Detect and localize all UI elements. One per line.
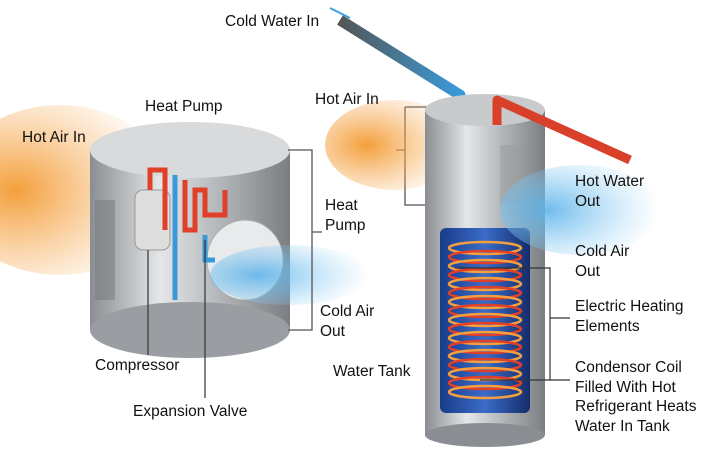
heat-pump-bracket — [288, 149, 322, 331]
label-water-tank: Water Tank — [333, 363, 411, 380]
label-hot-air-in-right: Hot Air In — [315, 91, 379, 108]
line: Out — [575, 262, 600, 280]
line: Pump — [325, 216, 366, 234]
line: Hot Water — [575, 173, 645, 190]
coil-loop — [447, 303, 523, 319]
water-tank — [425, 94, 545, 447]
coil-loop — [447, 330, 523, 346]
coil-loop — [447, 267, 523, 283]
coil-loop — [447, 258, 523, 274]
coil-loop — [447, 384, 523, 400]
line: Elements — [575, 317, 640, 335]
leader-lines — [147, 240, 570, 398]
line: Heat — [325, 197, 358, 214]
coil-loop — [447, 375, 523, 391]
coil-loop — [447, 339, 523, 355]
line: Out — [575, 192, 600, 210]
coil-loop — [447, 276, 523, 292]
coil-loop — [447, 357, 523, 373]
label-cold-water-in: Cold Water In — [225, 13, 320, 30]
coil-loop — [447, 348, 523, 364]
coil-loop — [447, 249, 523, 265]
cold-air-left — [210, 245, 370, 305]
line: Cold Air — [320, 303, 375, 320]
label-heat-pump-title: Heat Pump — [145, 98, 223, 115]
coil-loop — [447, 321, 523, 337]
heat-pump-unit — [90, 122, 290, 358]
line: Refrigerant Heats — [575, 398, 697, 415]
coil-loop — [447, 240, 523, 256]
line: Water In Tank — [575, 417, 670, 435]
cold-water-arrow — [329, 7, 351, 19]
line: Cold Air — [575, 243, 630, 260]
coil-loop — [447, 285, 523, 301]
line: Condensor Coil — [575, 359, 682, 376]
line: Out — [320, 322, 345, 340]
cold-air-right — [500, 165, 660, 255]
line: Filled With Hot — [575, 378, 676, 396]
label-compressor: Compressor — [95, 357, 180, 374]
label-expansion-valve: Expansion Valve — [133, 403, 248, 420]
coil-loop — [447, 312, 523, 328]
label-hot-air-in-left: Hot Air In — [22, 129, 86, 146]
coil-loop — [447, 294, 523, 310]
hot-water-pipe — [492, 95, 632, 165]
line: Electric Heating — [575, 298, 684, 315]
